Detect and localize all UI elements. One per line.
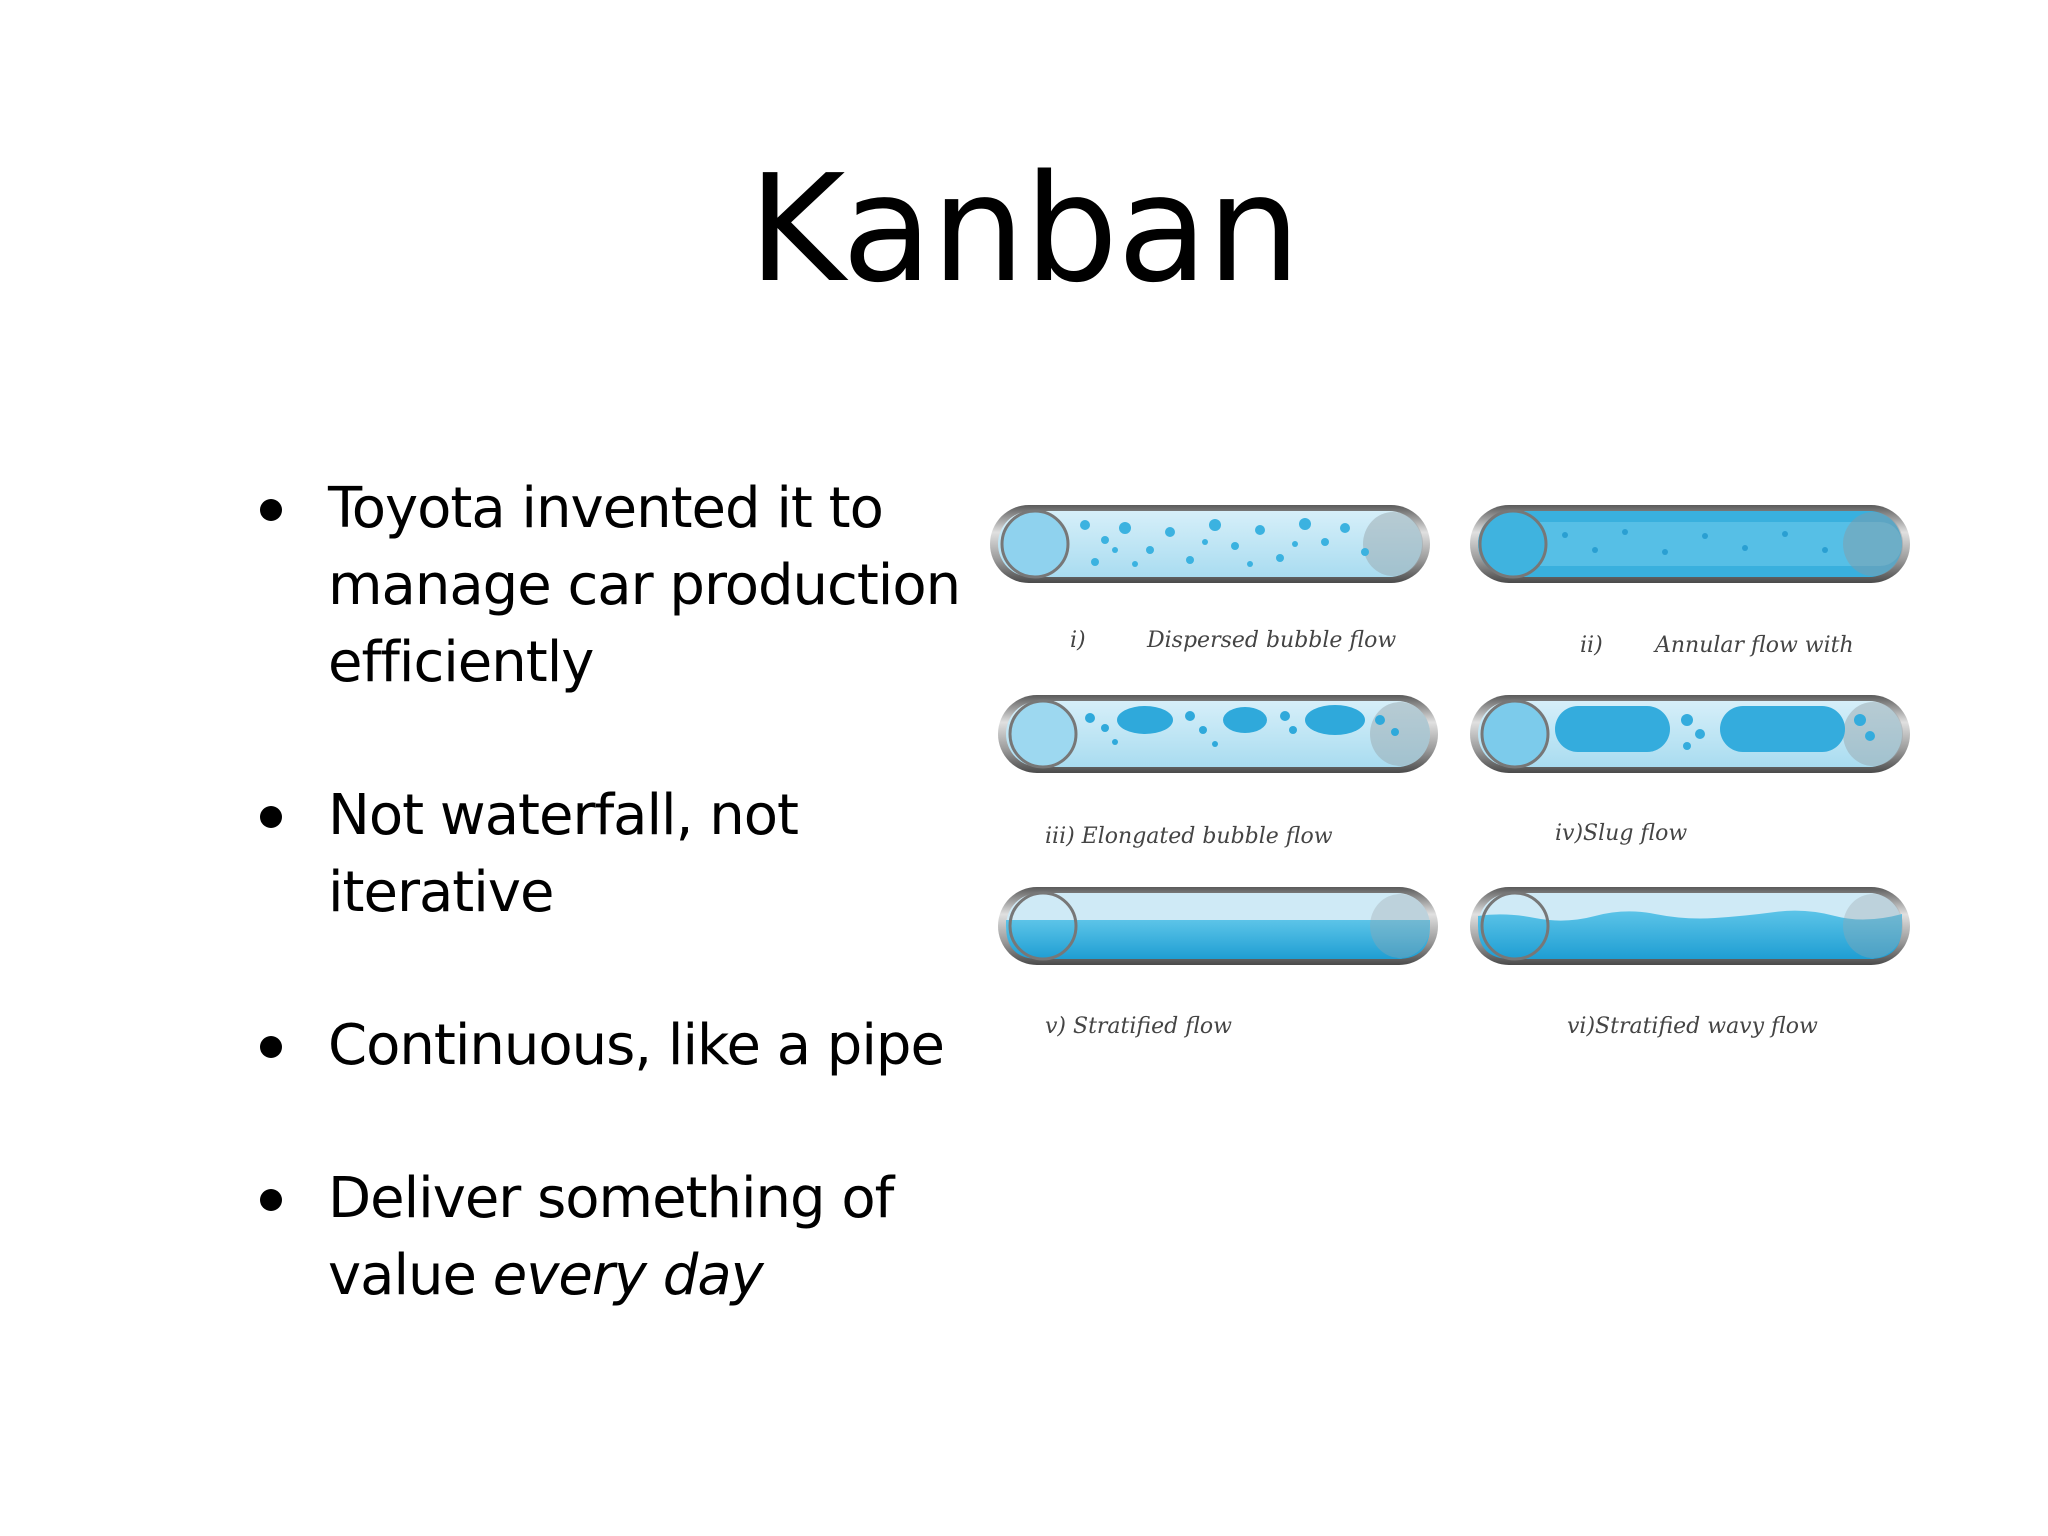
bullet-text-plain: Deliver something of value xyxy=(328,1166,894,1308)
pipe-flow-illustration: i) Dispersed bubble flow ii) Annular flo… xyxy=(990,505,1910,1039)
bullet-dot-icon xyxy=(260,806,282,828)
caption-stratified-flow: v) Stratified flow xyxy=(1045,1014,1232,1039)
bullet-item: Toyota invented it to manage car product… xyxy=(252,470,972,701)
bullet-text: Not waterfall, not iterative xyxy=(328,783,799,925)
bullet-list: Toyota invented it to manage car product… xyxy=(252,470,972,1314)
pipe-slug xyxy=(1470,695,1910,773)
caption-annular-flow: Annular flow with xyxy=(1653,633,1854,658)
bullet-item: Continuous, like a pipe xyxy=(252,1007,972,1084)
caption-num-2: ii) xyxy=(1580,633,1603,658)
bullet-text: Deliver something of value every day xyxy=(328,1166,894,1308)
pipe-dispersed-bubble xyxy=(990,505,1430,583)
bullet-dot-icon xyxy=(260,1036,282,1058)
slide-title: Kanban xyxy=(748,143,1300,315)
caption-elongated-bubble-flow: iii) Elongated bubble flow xyxy=(1045,824,1333,849)
bullet-dot-icon xyxy=(260,1189,282,1211)
pipe-stratified xyxy=(998,887,1438,965)
pipe-annular xyxy=(1470,505,1910,583)
caption-num-1: i) xyxy=(1070,628,1086,653)
bullet-text-italic: every day xyxy=(492,1243,764,1308)
pipe-elongated-bubble xyxy=(998,695,1438,773)
caption-stratified-wavy-flow: vi)Stratified wavy flow xyxy=(1567,1014,1818,1039)
pipe-stratified-wavy xyxy=(1470,887,1910,965)
bullet-text: Continuous, like a pipe xyxy=(328,1013,945,1078)
bullet-text: Toyota invented it to manage car product… xyxy=(328,476,961,695)
caption-dispersed-bubble-flow: Dispersed bubble flow xyxy=(1146,628,1396,653)
caption-slug-flow: iv)Slug flow xyxy=(1555,821,1687,846)
bullet-item: Deliver something of value every day xyxy=(252,1160,972,1314)
bullet-dot-icon xyxy=(260,499,282,521)
bullet-item: Not waterfall, not iterative xyxy=(252,777,972,931)
pipe-flow-figure: i) Dispersed bubble flow ii) Annular flo… xyxy=(975,480,1935,1060)
